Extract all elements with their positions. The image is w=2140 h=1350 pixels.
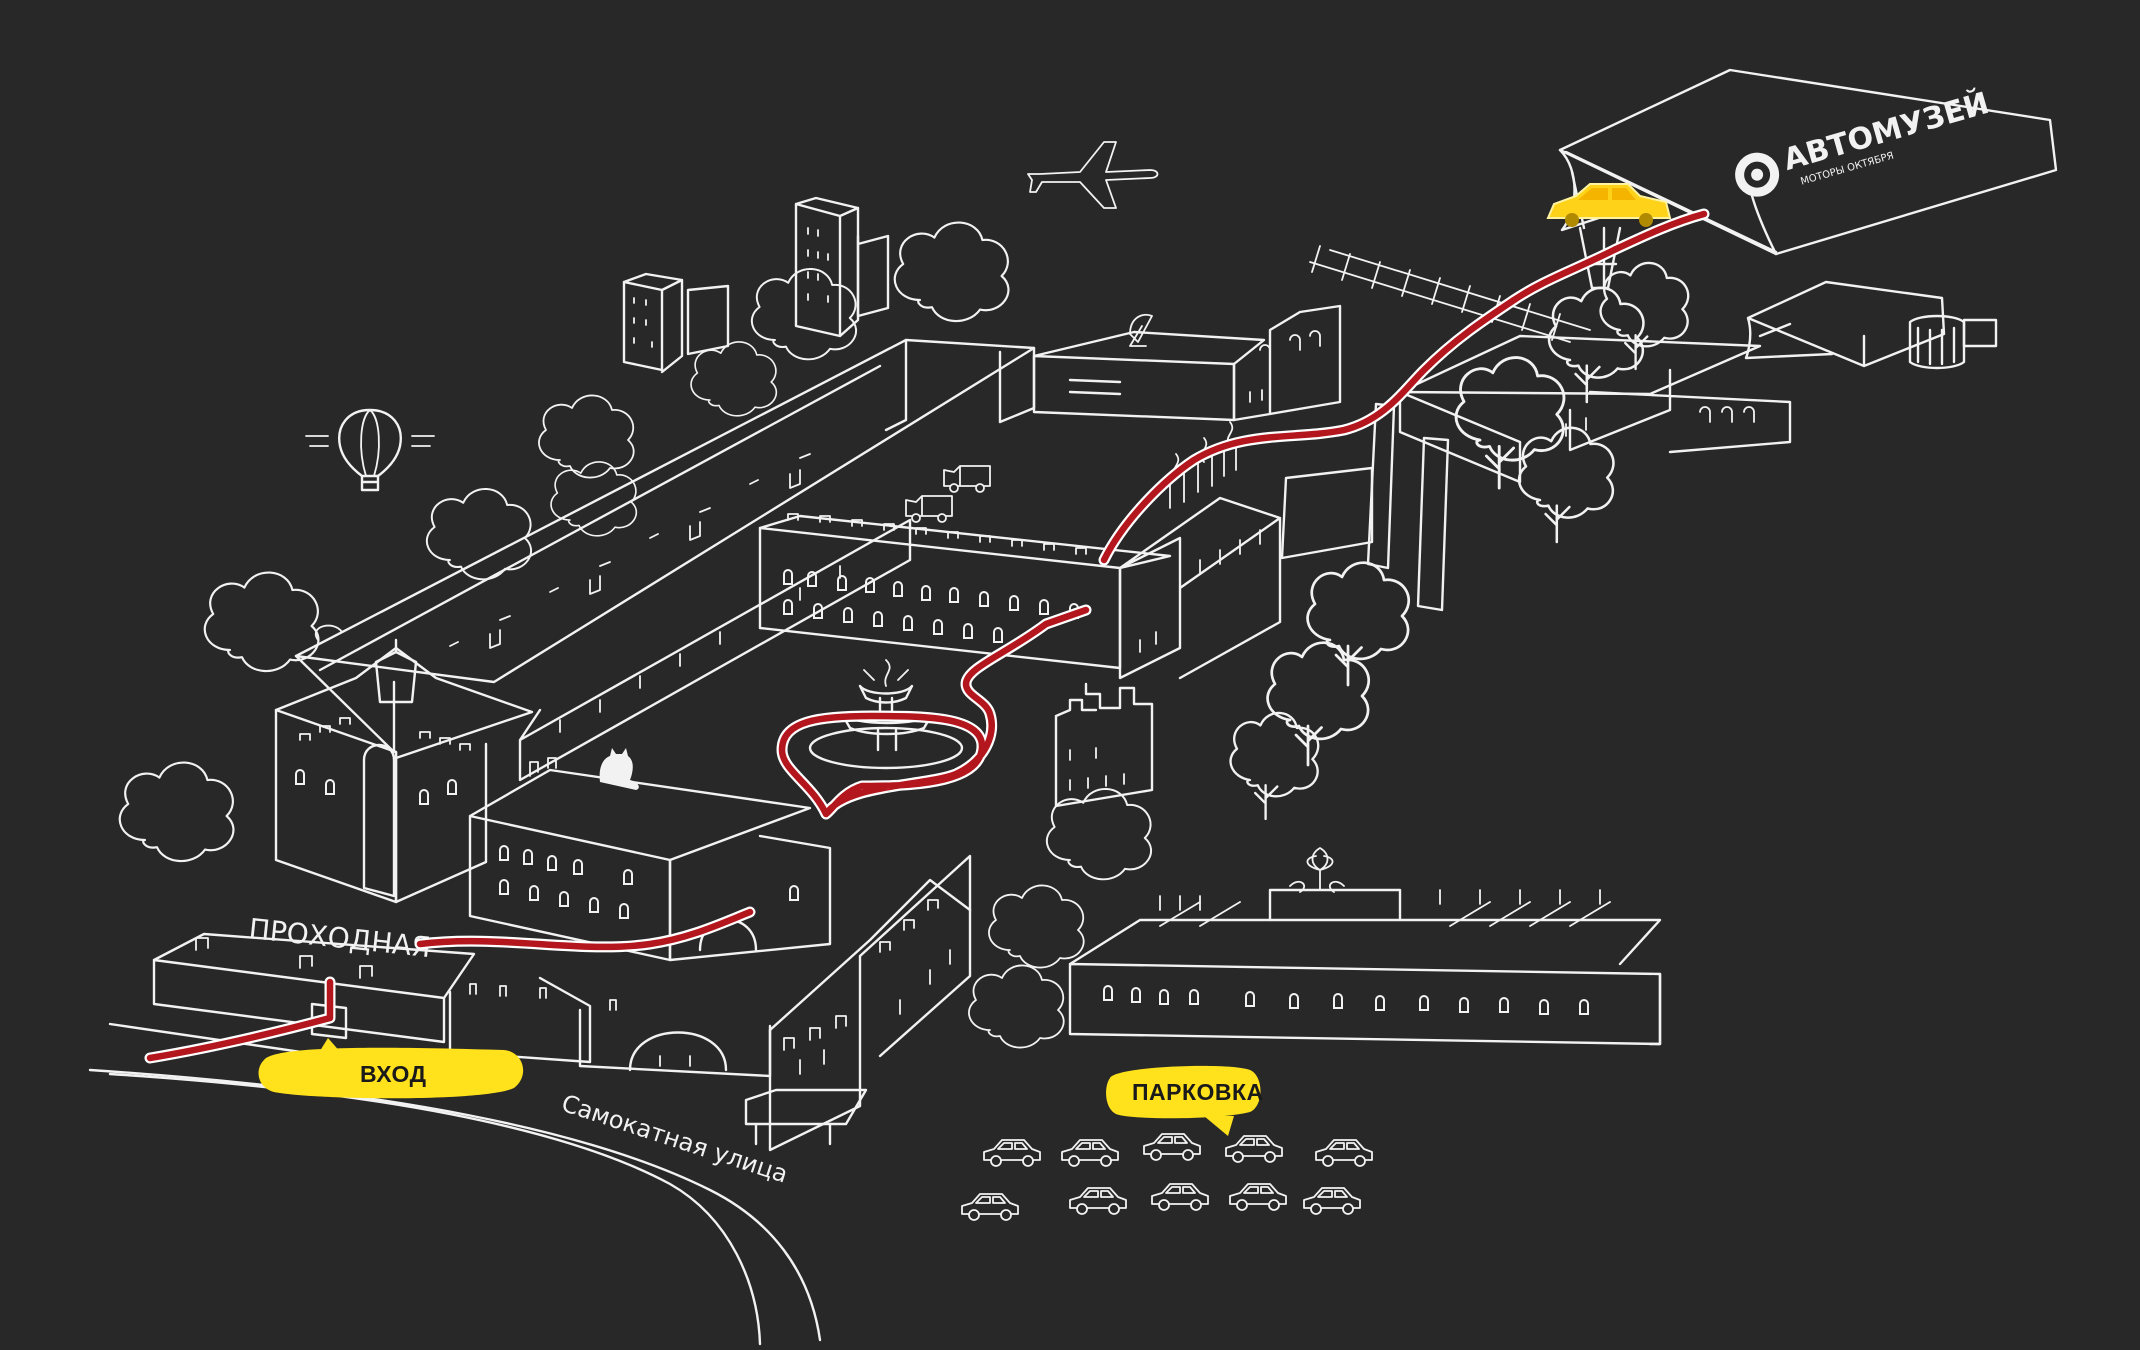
visitor-route: [144, 208, 1710, 1064]
parking-cars: [961, 1133, 1373, 1221]
museum-logo: АВТОМУЗЕЙ МОТОРЫ ОКТЯБРЯ: [1735, 85, 1993, 197]
entrance-label-text: ВХОД: [360, 1061, 426, 1087]
west-tower-building: [274, 624, 534, 904]
car-icon: [983, 1139, 1041, 1167]
car-icon: [1143, 1133, 1201, 1161]
airplane-icon: [1027, 141, 1159, 209]
railway-tracks: [1309, 245, 1591, 343]
featured-car-icon: [1546, 183, 1672, 227]
car-icon: [1151, 1183, 1209, 1211]
satellite-dish-icon: [1129, 313, 1153, 347]
hot-air-balloon-icon: [305, 408, 435, 492]
east-long-building: [1068, 847, 1662, 1046]
parking-label-text: ПАРКОВКА: [1132, 1079, 1264, 1105]
north-building-with-antenna: [1032, 304, 1342, 422]
museum-logo-name: АВТОМУЗЕЙ: [1779, 85, 1993, 178]
central-building: [468, 748, 832, 962]
parking-label[interactable]: ПАРКОВКА: [1106, 1065, 1264, 1136]
car-icon: [1069, 1187, 1127, 1215]
car-museum-hangar: АВТОМУЗЕЙ МОТОРЫ ОКТЯБРЯ: [1546, 68, 2058, 290]
checkpoint-label: ПРОХОДНАЯ: [247, 912, 432, 964]
south-building-tower: [744, 854, 972, 1152]
east-factory-buildings: [1229, 261, 1792, 821]
car-icon: [1225, 1135, 1283, 1163]
entrance-label[interactable]: ВХОД: [258, 1038, 524, 1099]
background-tower-blocks: [622, 196, 890, 374]
cat-icon: [599, 748, 639, 790]
south-fence-and-gate: [448, 976, 772, 1078]
car-icon: [1303, 1187, 1361, 1215]
car-icon: [1061, 1139, 1119, 1167]
car-icon: [1315, 1139, 1373, 1167]
car-icon: [961, 1193, 1019, 1221]
truck-icon: [905, 465, 991, 523]
small-hangars: [1744, 280, 1998, 370]
car-icon: [1229, 1183, 1287, 1211]
